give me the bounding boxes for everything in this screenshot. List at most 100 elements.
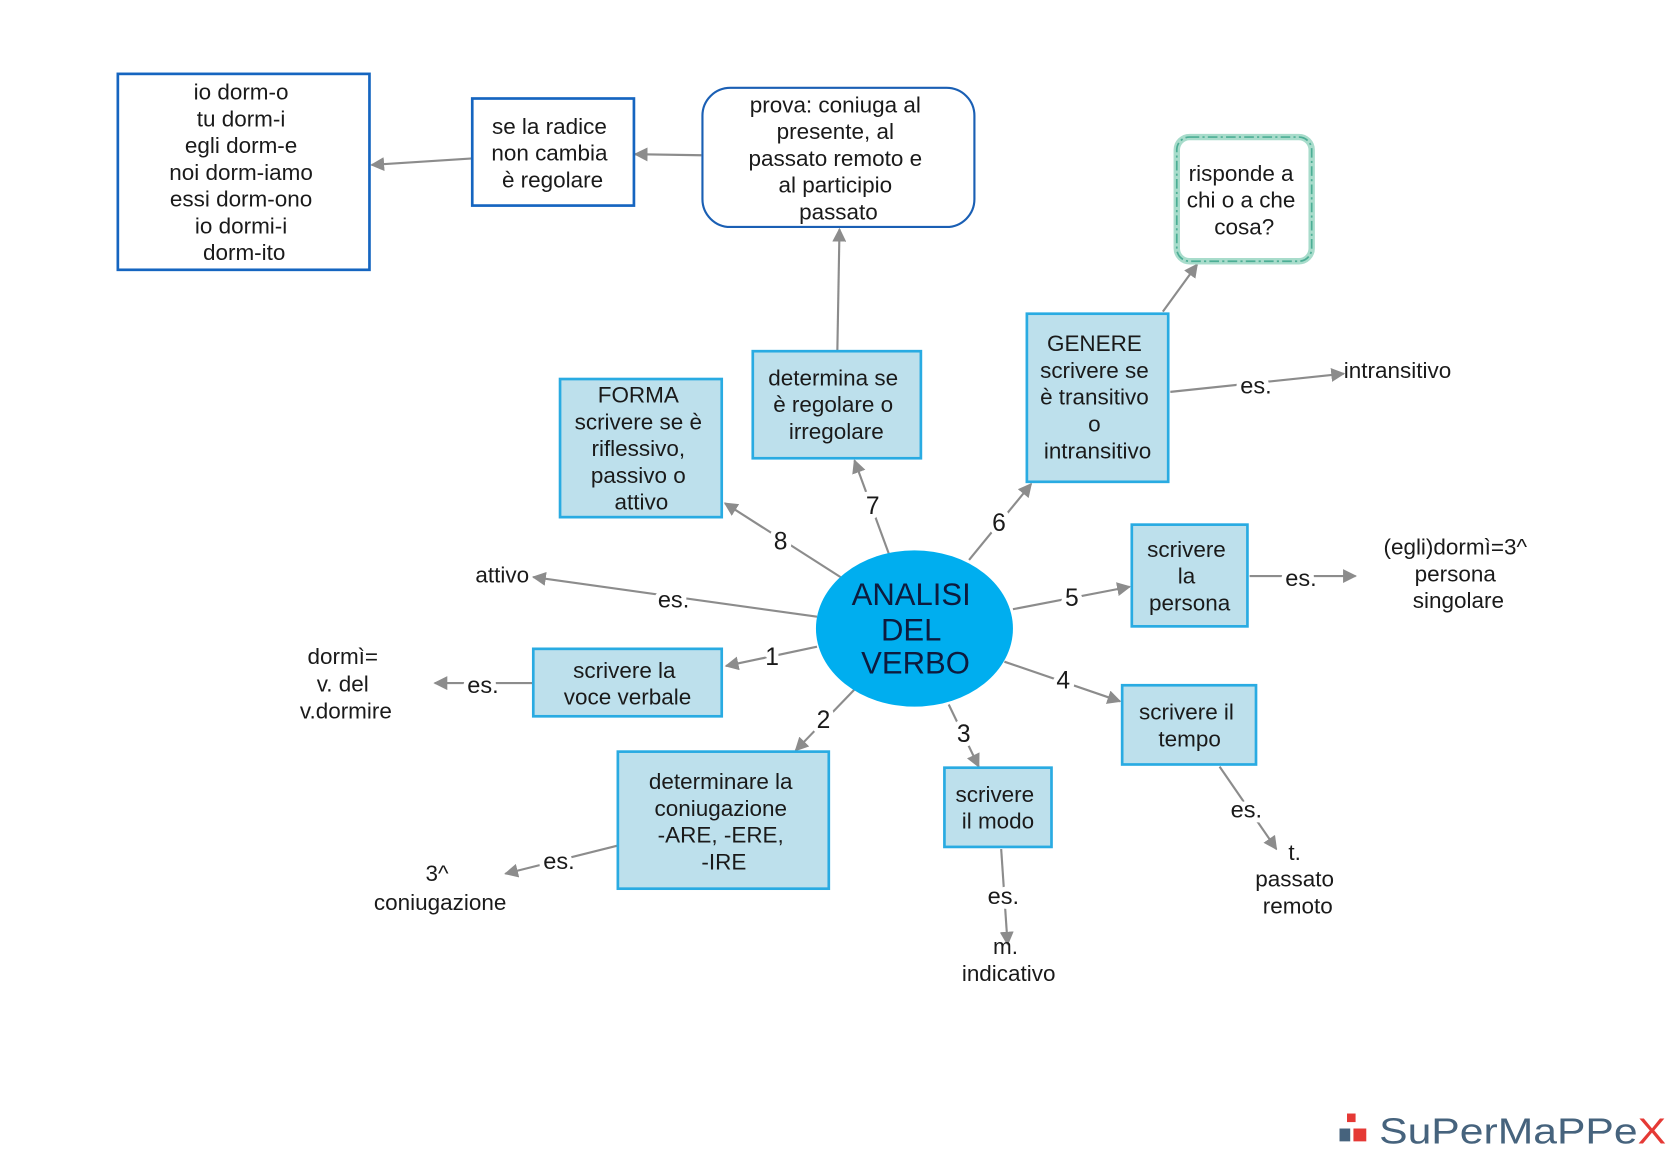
node-line: determinare la bbox=[649, 769, 793, 794]
center-line: VERBO bbox=[861, 645, 970, 680]
node-line: scrivere bbox=[956, 782, 1035, 807]
example-line: persona bbox=[1415, 561, 1497, 586]
node-genere: GENERE scrivere se è transitivo o intran… bbox=[1025, 312, 1170, 484]
node-modo-text: scrivere il modo bbox=[956, 782, 1041, 834]
es-label-coniugazione: es. bbox=[543, 848, 574, 874]
node-coniugazione-box bbox=[616, 750, 831, 891]
question-text: risponde a chi o a che cosa? bbox=[1187, 161, 1302, 240]
es-label-genere: es. bbox=[1240, 372, 1271, 398]
node-regolarita-box bbox=[751, 349, 923, 460]
node-line: intransitivo bbox=[1044, 438, 1151, 463]
node-line: scrivere se è bbox=[575, 409, 702, 434]
node-line: scrivere il bbox=[1139, 700, 1234, 725]
conjugation-example-text: io dorm-o tu dorm-i egli dorm-e noi dorm… bbox=[169, 80, 319, 266]
es-label-tempo: es. bbox=[1231, 796, 1262, 822]
edge-coniugazione-to-example bbox=[504, 844, 618, 878]
node-forma-box bbox=[558, 377, 724, 519]
example-line: m. bbox=[993, 934, 1018, 959]
example-voce-verbale: dormì= v. del v.dormire bbox=[300, 644, 392, 724]
edge-center-to-voce-verbale bbox=[724, 645, 818, 671]
example-line: v.dormire bbox=[300, 698, 392, 723]
logo-square bbox=[1339, 1128, 1351, 1142]
conjugation-line: io dormi-i bbox=[195, 213, 287, 238]
example-line: singolare bbox=[1413, 588, 1504, 613]
node-line: riflessivo, bbox=[591, 436, 685, 461]
node-line: persona bbox=[1149, 590, 1231, 615]
node-line: scrivere se bbox=[1040, 358, 1149, 383]
example-coniugazione: 3^ coniugazione bbox=[374, 861, 506, 915]
edge-center-to-forma bbox=[723, 502, 842, 579]
node-modo: scrivere il modo bbox=[943, 766, 1053, 849]
node-line: FORMA bbox=[598, 383, 679, 408]
edge-genere-to-question bbox=[1161, 263, 1198, 313]
step-label-2: 2 bbox=[817, 707, 831, 734]
node-forma: FORMA scrivere se è riflessivo, passivo … bbox=[558, 377, 724, 519]
node-regolarita: determina se è regolare o irregolare bbox=[751, 349, 923, 460]
example-line: indicativo bbox=[962, 961, 1056, 986]
test-line: prova: coniuga al bbox=[750, 92, 921, 117]
example-modo: m. indicativo bbox=[962, 934, 1056, 986]
node-line: tempo bbox=[1158, 726, 1220, 751]
edge-center-to-persona bbox=[1012, 582, 1132, 611]
example-center-attivo: attivo bbox=[475, 562, 529, 587]
node-voce-verbale-text: scrivere la voce verbale bbox=[564, 658, 691, 710]
edge-regolarita-to-test bbox=[832, 227, 847, 351]
node-forma-text: FORMA scrivere se è riflessivo, passivo … bbox=[575, 383, 709, 515]
rule-box: se la radice non cambia è regolare bbox=[470, 97, 636, 207]
node-persona: scrivere la persona bbox=[1130, 523, 1249, 628]
edge-center-to-tempo bbox=[1004, 660, 1122, 704]
es-label-modo: es. bbox=[988, 883, 1019, 909]
step-label-7: 7 bbox=[866, 493, 880, 520]
example-tempo: t. passato remoto bbox=[1255, 840, 1340, 919]
logo-square bbox=[1347, 1113, 1356, 1123]
conjugation-example-box: io dorm-o tu dorm-i egli dorm-e noi dorm… bbox=[116, 72, 371, 272]
center-title: ANALISI DEL VERBO bbox=[852, 577, 980, 681]
node-persona-text: scrivere la persona bbox=[1147, 537, 1232, 616]
node-tempo: scrivere il tempo bbox=[1120, 683, 1258, 766]
logo-wordmark-main: SuPerMaPPe bbox=[1379, 1111, 1637, 1151]
step-label-3: 3 bbox=[957, 721, 971, 748]
test-line: presente, al bbox=[777, 119, 894, 144]
edge-rule-to-conjugation-example bbox=[370, 157, 473, 172]
rule-frame bbox=[470, 97, 636, 207]
node-line: o bbox=[1088, 411, 1101, 436]
node-line: passivo o bbox=[591, 463, 686, 488]
rule-line: se la radice bbox=[492, 114, 607, 139]
conjugation-line: egli dorm-e bbox=[185, 133, 297, 158]
test-text: prova: coniuga al presente, al passato r… bbox=[748, 92, 928, 224]
es-label-persona: es. bbox=[1285, 565, 1316, 591]
node-line: irregolare bbox=[789, 419, 884, 444]
step-label-8: 8 bbox=[774, 528, 788, 555]
test-line: al participio bbox=[778, 173, 892, 198]
center-ellipse bbox=[815, 550, 1013, 707]
node-line: GENERE bbox=[1047, 331, 1142, 356]
edge-center-to-attivo bbox=[531, 571, 818, 618]
test-box: prova: coniuga al presente, al passato r… bbox=[701, 86, 976, 229]
example-genere: intransitivo bbox=[1344, 358, 1451, 383]
edge-tempo-to-example bbox=[1218, 766, 1278, 851]
conjugation-example-frame bbox=[116, 72, 371, 272]
step-label-5: 5 bbox=[1065, 585, 1079, 612]
node-center: ANALISI DEL VERBO bbox=[815, 550, 1013, 707]
edges bbox=[370, 147, 1357, 946]
edge-center-to-genere bbox=[968, 482, 1033, 561]
example-line: remoto bbox=[1263, 893, 1333, 918]
es-label-attivo: es. bbox=[658, 587, 689, 613]
node-line: è transitivo bbox=[1040, 385, 1149, 410]
example-line: t. bbox=[1288, 840, 1301, 865]
node-line: attivo bbox=[615, 490, 669, 515]
edge-genere-to-example bbox=[1170, 368, 1346, 393]
es-label-voce-verbale: es. bbox=[467, 672, 498, 698]
node-line: voce verbale bbox=[564, 685, 691, 710]
node-tempo-text: scrivere il tempo bbox=[1139, 700, 1240, 752]
rule-line: non cambia bbox=[491, 141, 608, 166]
edge-center-to-modo bbox=[947, 704, 980, 768]
node-line: determina se bbox=[768, 365, 898, 390]
node-voce-verbale-box bbox=[531, 647, 724, 718]
node-genere-text: GENERE scrivere se è transitivo o intran… bbox=[1040, 331, 1155, 463]
node-coniugazione-text: determinare la coniugazione -ARE, -ERE, … bbox=[649, 769, 799, 874]
node-modo-box bbox=[943, 766, 1053, 849]
question-line: chi o a che bbox=[1187, 188, 1296, 213]
